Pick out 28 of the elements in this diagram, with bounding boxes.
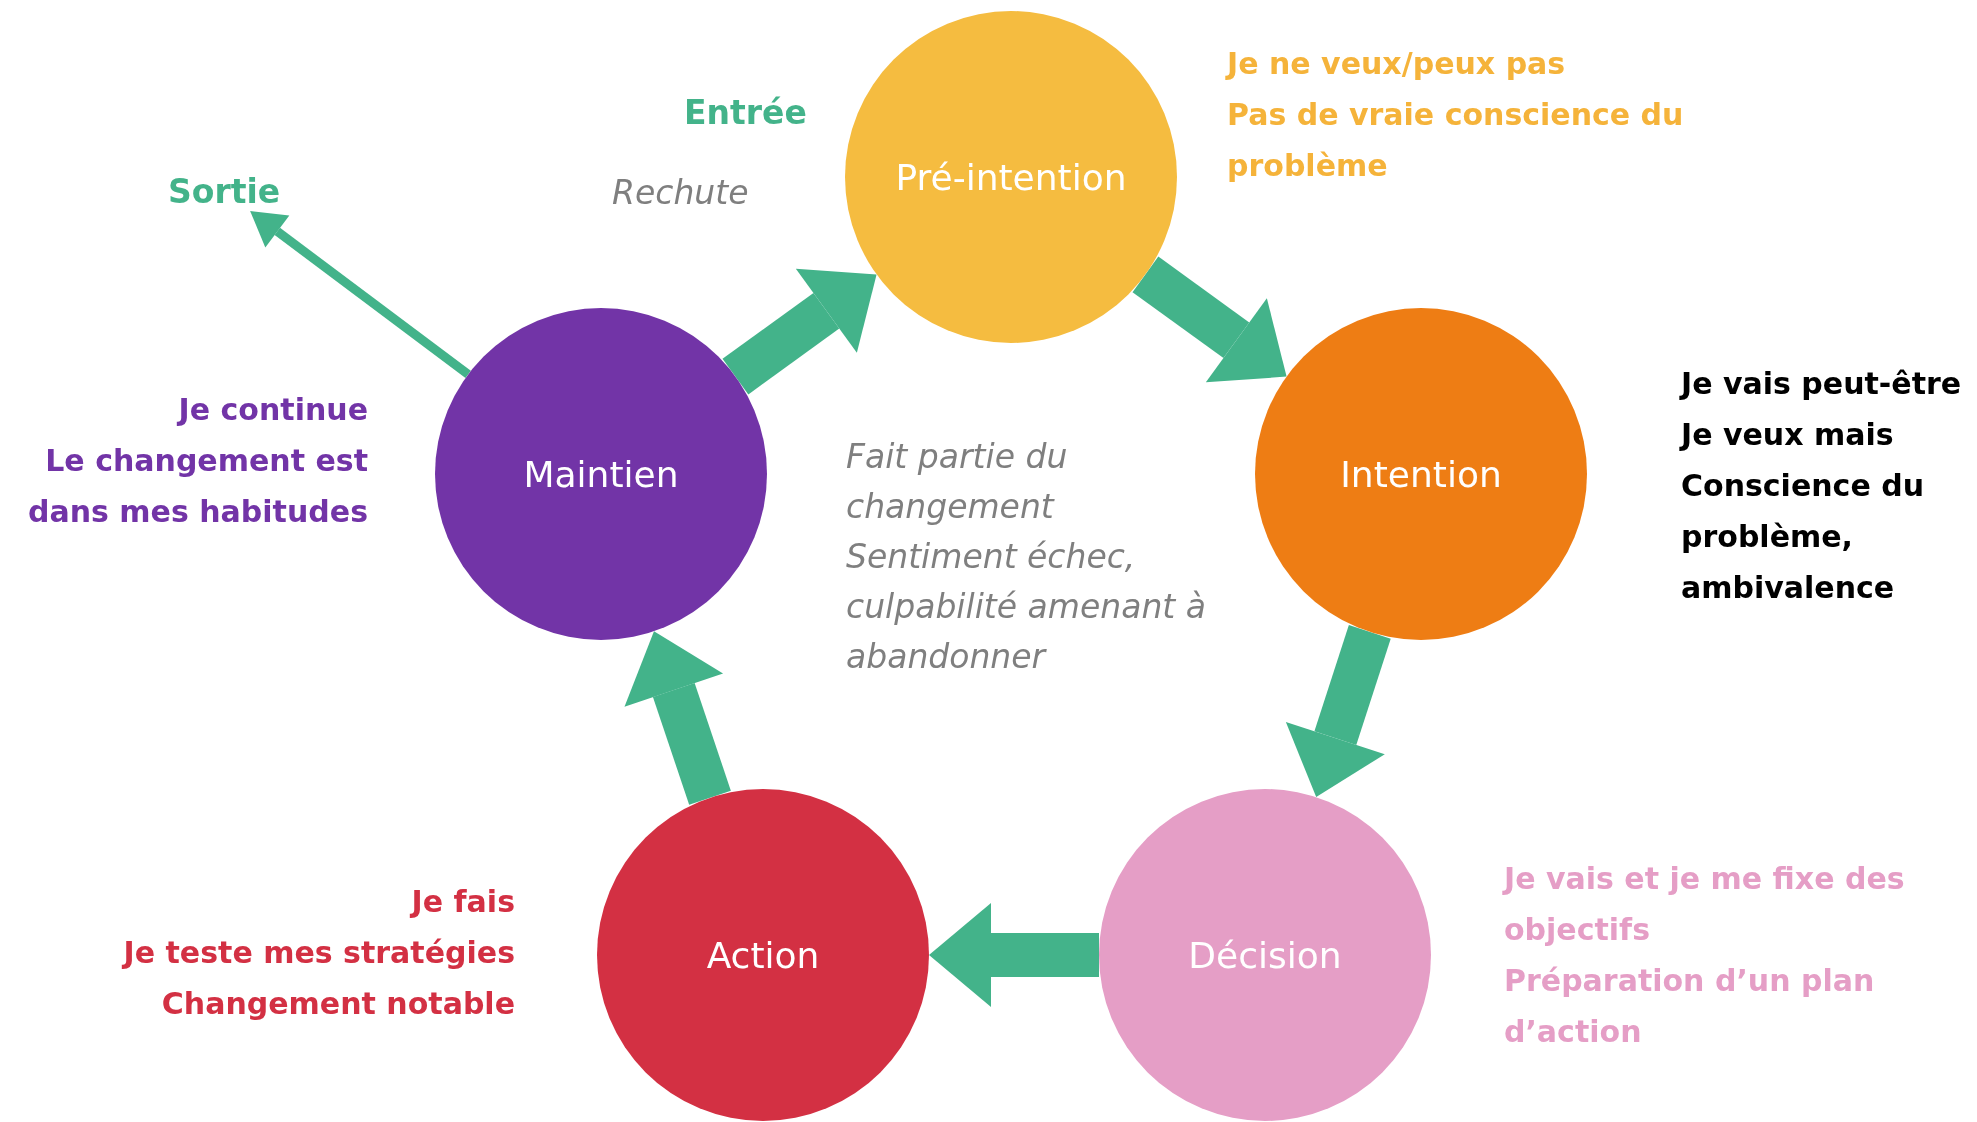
block-arrow [1285, 625, 1391, 798]
note-text: Sentiment échec, culpabilité amenant à abandonner [846, 536, 1207, 678]
arrow [250, 211, 471, 379]
stage-description: Pas de vraie conscience du problème [1227, 96, 1685, 185]
stage-description: Je ne veux/peux pas [1227, 45, 1567, 83]
stage-name: Maintien [523, 453, 679, 495]
stage-description: Je fais [408, 883, 515, 921]
stage-name: Intention [1340, 453, 1502, 495]
stage-name: Décision [1188, 934, 1342, 976]
stage-description: Je teste mes stratégies [120, 934, 515, 972]
stage-description: Préparation d’un plan d’action [1504, 962, 1876, 1051]
note-text: Fait partie du changement [846, 436, 1069, 528]
block-arrow [722, 268, 877, 395]
stage-description: Le changement est dans mes habitudes [26, 442, 368, 531]
exit-label: Sortie [168, 172, 281, 211]
block-arrow [624, 631, 731, 805]
stage-description: Conscience du problème, ambivalence [1681, 467, 1926, 607]
entry-label: Entrée [684, 92, 808, 134]
stage-description: Changement notable [160, 985, 515, 1023]
block-arrow [1132, 256, 1287, 383]
stage-description: Je continue [175, 391, 368, 429]
stage-description: Je vais peut-être [1681, 365, 1963, 403]
stage-name: Pré-intention [895, 156, 1127, 198]
stage-name: Action [706, 934, 820, 976]
relapse-label: Rechute [612, 172, 750, 214]
block-arrow [929, 903, 1099, 1007]
stage-description: Je vais et je me fixe des objectifs [1504, 860, 1906, 949]
stage-description: Je veux mais [1681, 416, 1895, 454]
